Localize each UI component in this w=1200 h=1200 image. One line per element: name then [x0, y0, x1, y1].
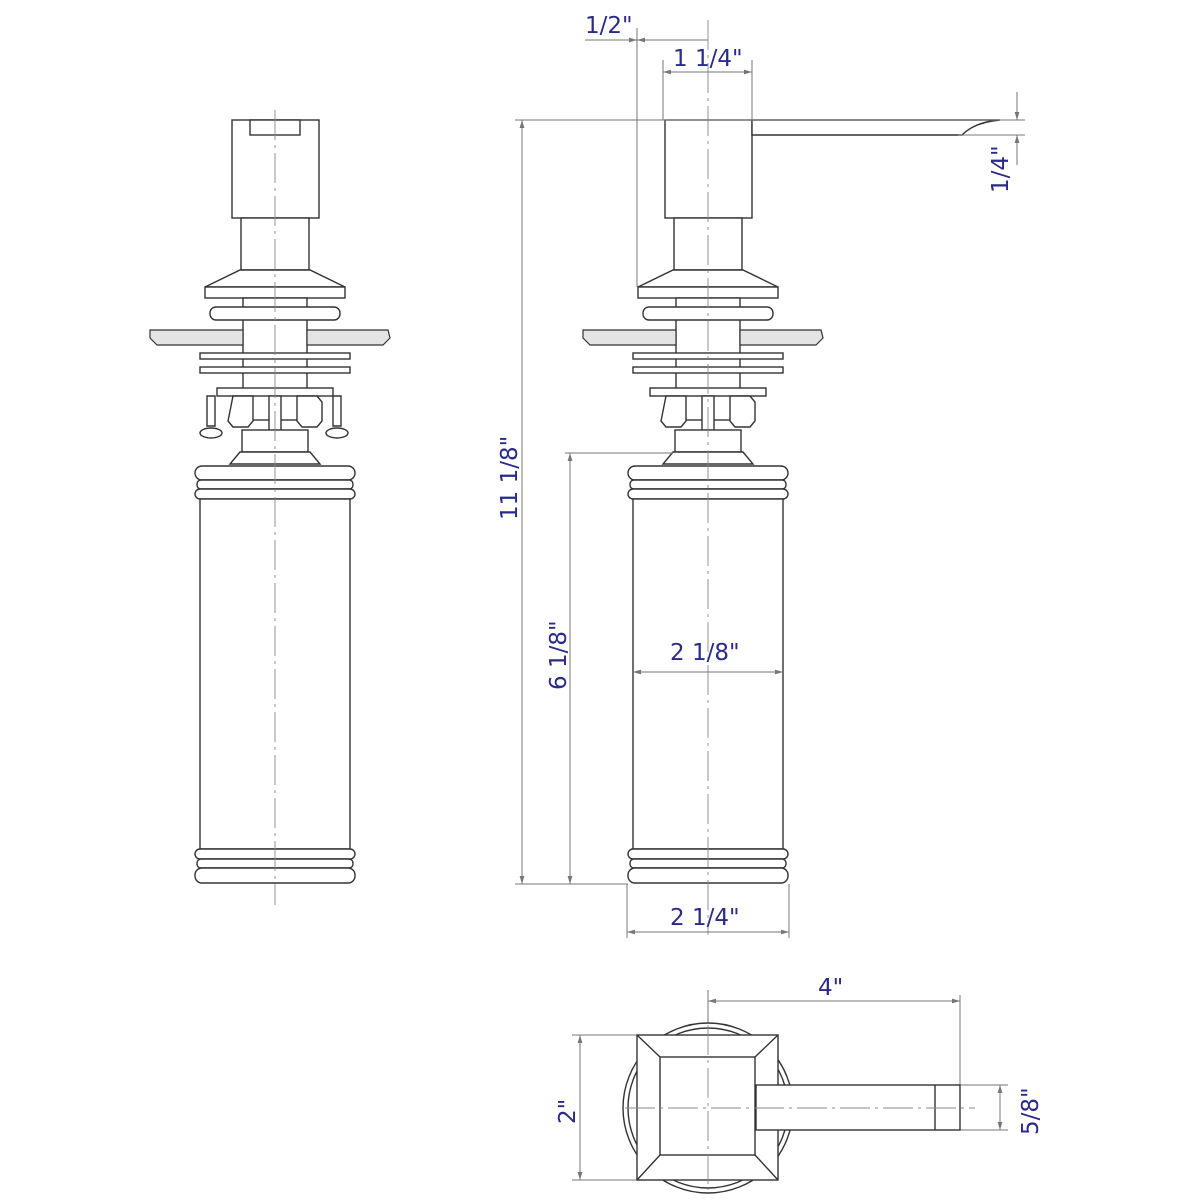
- dim-bottle-height: 6 1/8": [546, 620, 572, 690]
- dim-bottle-width: 2 1/8": [670, 640, 740, 666]
- dim-total-height: 11 1/8": [497, 436, 523, 520]
- dim-head-width: 1 1/4": [673, 46, 743, 72]
- dim-head-offset: 1/2": [585, 13, 633, 39]
- dim-spout-length: 4": [818, 975, 843, 1001]
- side-view-right: [582, 20, 1001, 935]
- dimension-lines: [515, 28, 1025, 1181]
- dim-spout-width: 5/8": [1018, 1087, 1044, 1135]
- dim-base-width: 2 1/4": [670, 905, 740, 931]
- dim-top-width: 2": [555, 1099, 581, 1124]
- side-view-left: [149, 110, 391, 905]
- top-view: [622, 1022, 975, 1194]
- dim-spout-height: 1/4": [988, 145, 1014, 193]
